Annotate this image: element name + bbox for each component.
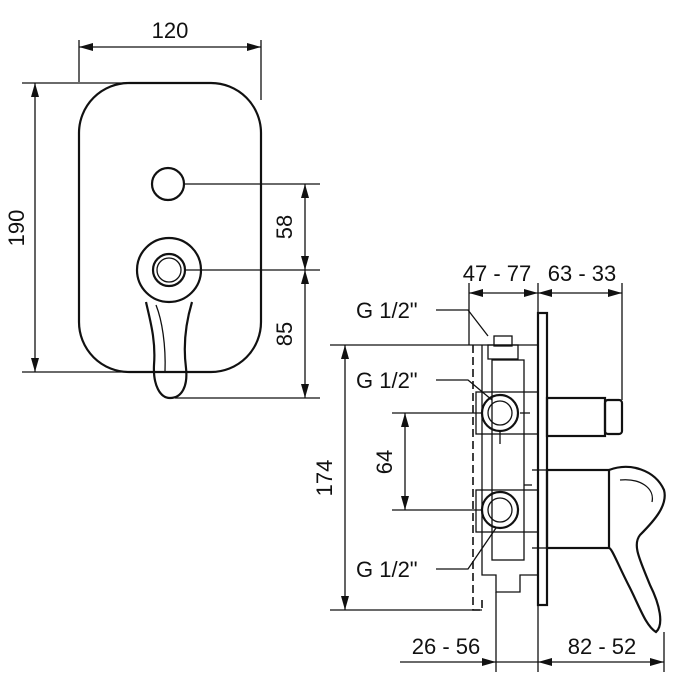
wall-plate — [536, 311, 549, 607]
arrowhead — [79, 43, 93, 51]
body-outline — [481, 345, 538, 593]
cartridge-housing — [545, 468, 611, 550]
leader-middle — [436, 379, 493, 401]
port-lower-flange — [475, 489, 539, 533]
arrowhead — [482, 658, 496, 666]
arrowhead — [401, 496, 409, 510]
arrowhead — [301, 270, 309, 284]
arrowhead — [469, 289, 483, 297]
lever-handle-contour — [155, 304, 166, 373]
depth-top-right-label: 63 - 33 — [548, 261, 617, 286]
side-view: 47 - 77 63 - 33 G 1/2" G 1/2" G 1/2" 64 … — [312, 261, 666, 672]
cover-plate — [77, 81, 263, 374]
arrowhead — [247, 43, 261, 51]
front-view: 120 190 58 85 — [4, 18, 320, 400]
depth-top-left-label: 47 - 77 — [463, 261, 532, 286]
connection-bottom-label: G 1/2" — [356, 557, 418, 582]
lower-spacing-label: 85 — [272, 322, 297, 346]
lever-base-inner — [151, 252, 187, 288]
upper-spacing-label: 58 — [272, 215, 297, 239]
depth-bottom-left-label: 26 - 56 — [412, 634, 481, 659]
diverter-spindle — [545, 396, 607, 438]
side-lever-contour — [619, 479, 653, 503]
leader-bottom — [436, 527, 497, 570]
arrowhead — [301, 256, 309, 270]
arrowhead — [538, 658, 552, 666]
hidden-body-line — [472, 345, 483, 611]
top-cap — [487, 344, 519, 360]
leader-top — [436, 309, 489, 337]
side-lever — [608, 465, 666, 634]
arrowhead — [301, 384, 309, 398]
port-spacing-label: 64 — [372, 450, 397, 474]
lever-base-core — [156, 257, 182, 283]
diverter-knob — [150, 166, 186, 202]
total-height-label: 174 — [312, 460, 337, 497]
top-cap-inner — [493, 335, 513, 347]
lever-handle — [144, 301, 194, 400]
diverter-cap — [603, 398, 624, 436]
arrowhead — [301, 184, 309, 198]
arrowhead — [608, 289, 622, 297]
arrowhead — [341, 596, 349, 610]
height-label: 190 — [4, 210, 29, 247]
arrowhead — [524, 289, 538, 297]
arrowhead — [341, 345, 349, 359]
port-lower-inner — [487, 497, 513, 523]
connection-top-label: G 1/2" — [356, 298, 418, 323]
depth-bottom-right-label: 82 - 52 — [568, 634, 637, 659]
connection-middle-label: G 1/2" — [356, 368, 418, 393]
arrowhead — [31, 83, 39, 97]
arrowhead — [650, 658, 664, 666]
arrowhead — [401, 413, 409, 427]
arrowhead — [538, 289, 552, 297]
arrowhead — [31, 358, 39, 372]
width-label: 120 — [152, 18, 189, 43]
port-upper-inner — [487, 400, 513, 426]
body-column — [491, 359, 525, 561]
